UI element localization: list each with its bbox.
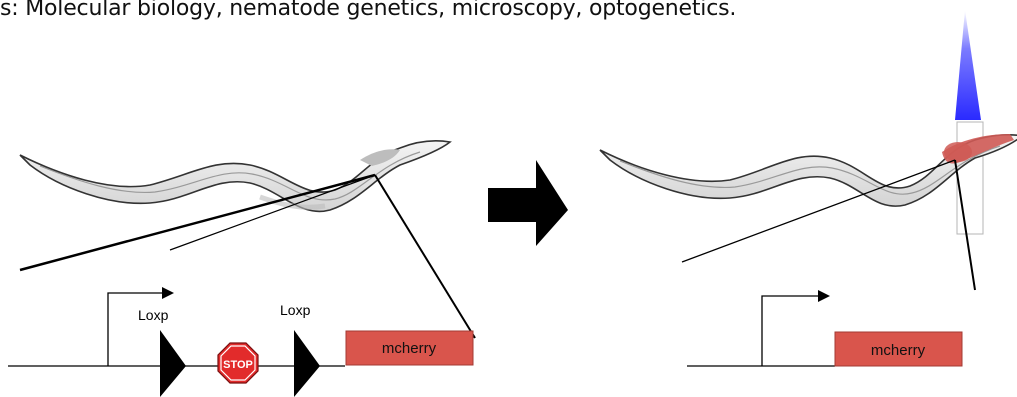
loxp-triangle-1	[160, 330, 186, 397]
loxp-label-2: Loxp	[280, 302, 311, 318]
left-zoom-lines	[20, 175, 475, 338]
right-construct: mcherry	[687, 290, 962, 366]
mcherry-label-left: mcherry	[382, 340, 437, 357]
stop-sign-icon: STOP	[218, 343, 258, 383]
mcherry-label-right: mcherry	[871, 342, 926, 359]
right-arrow-icon	[488, 160, 568, 246]
loxp-triangle-2	[294, 330, 320, 397]
left-construct: Loxp STOP Loxp mcherry	[8, 287, 473, 397]
right-worm	[600, 134, 1017, 206]
blue-light-beam	[955, 10, 981, 120]
left-worm	[20, 141, 450, 212]
stop-label: STOP	[223, 359, 253, 371]
promoter-arrow-icon	[762, 290, 830, 366]
loxp-label-1: Loxp	[138, 307, 169, 323]
